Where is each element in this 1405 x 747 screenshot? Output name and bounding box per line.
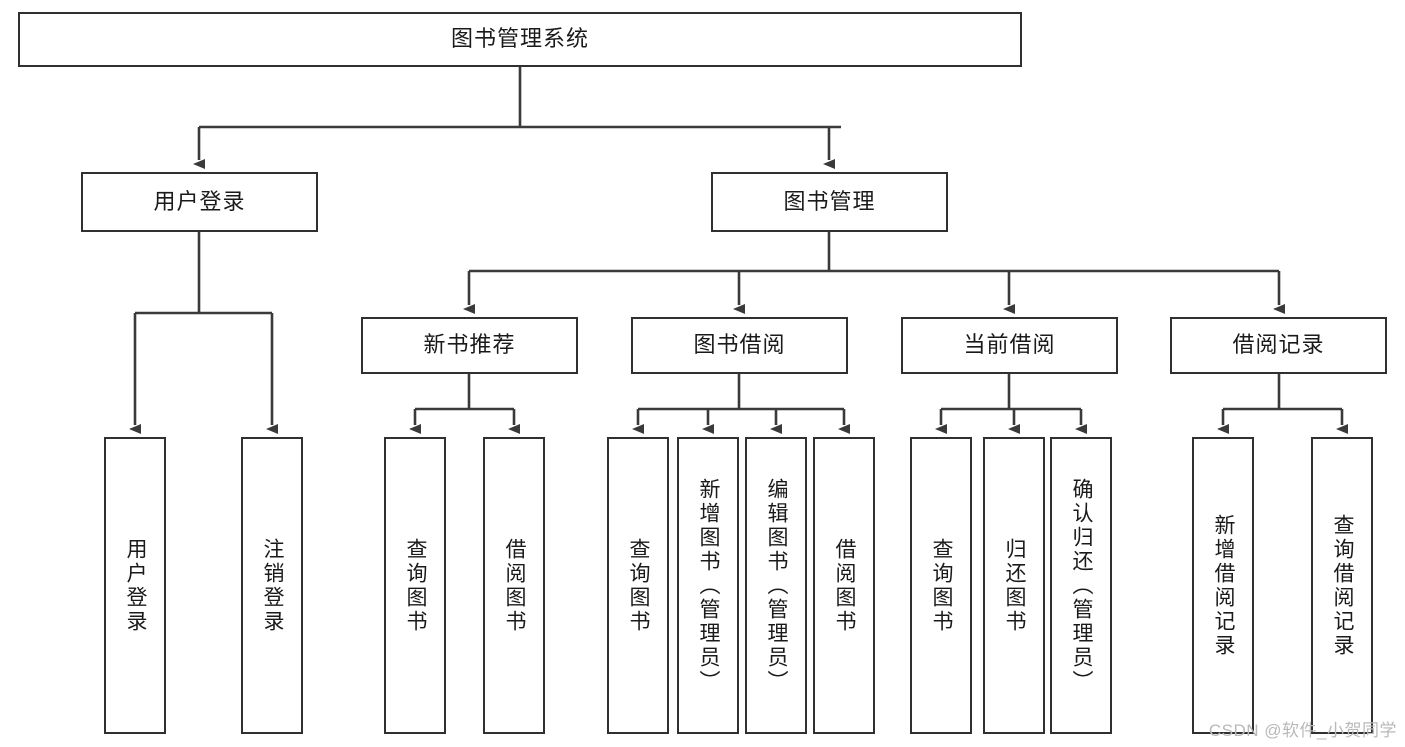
node-leaf-confirm-return-label: 确认归还（管理员） (1070, 477, 1094, 694)
node-leaf-edit-book[interactable]: 编辑图书（管理员） (745, 437, 807, 734)
node-leaf-user-logout-label: 注销登录 (261, 537, 285, 634)
node-book-borrow[interactable]: 图书借阅 (631, 317, 848, 374)
node-leaf-user-logout[interactable]: 注销登录 (241, 437, 303, 734)
node-leaf-user-login[interactable]: 用户登录 (104, 437, 166, 734)
node-leaf-add-record-label: 新增借阅记录 (1212, 513, 1236, 658)
edge-group-book-borrow (632, 374, 850, 434)
edge-group-root (193, 67, 841, 169)
edge-group-current-borrow (935, 374, 1087, 434)
node-leaf-add-book[interactable]: 新增图书（管理员） (677, 437, 739, 734)
node-leaf-borrow-book[interactable]: 借阅图书 (813, 437, 875, 734)
node-root-label: 图书管理系统 (450, 26, 589, 52)
node-user-login[interactable]: 用户登录 (81, 172, 318, 232)
edge-group-book-manage (463, 232, 1285, 314)
node-book-manage[interactable]: 图书管理 (711, 172, 948, 232)
edge-group-user-login (129, 232, 278, 434)
node-leaf-query-record[interactable]: 查询借阅记录 (1311, 437, 1373, 734)
node-borrow-record-label: 借阅记录 (1232, 332, 1325, 358)
node-leaf-query-book-cur-label: 查询图书 (930, 537, 954, 634)
node-leaf-user-login-label: 用户登录 (124, 537, 148, 634)
node-leaf-query-record-label: 查询借阅记录 (1331, 513, 1355, 658)
node-leaf-borrow-book-label: 借阅图书 (833, 537, 857, 634)
node-current-borrow-label: 当前借阅 (963, 332, 1056, 358)
node-book-manage-label: 图书管理 (783, 188, 876, 214)
node-leaf-query-book-rec-label: 查询图书 (404, 537, 428, 634)
node-leaf-borrow-book-rec-label: 借阅图书 (503, 537, 527, 634)
node-leaf-confirm-return[interactable]: 确认归还（管理员） (1050, 437, 1112, 734)
edge-group-borrow-record (1217, 374, 1348, 434)
node-leaf-add-record[interactable]: 新增借阅记录 (1192, 437, 1254, 734)
node-current-borrow[interactable]: 当前借阅 (901, 317, 1118, 374)
node-leaf-query-book-cur[interactable]: 查询图书 (910, 437, 972, 734)
node-leaf-add-book-label: 新增图书（管理员） (697, 477, 721, 694)
node-book-borrow-label: 图书借阅 (693, 332, 786, 358)
node-leaf-return-book[interactable]: 归还图书 (983, 437, 1045, 734)
node-new-book-rec[interactable]: 新书推荐 (361, 317, 578, 374)
node-leaf-query-book-borrow-label: 查询图书 (627, 537, 651, 634)
node-borrow-record[interactable]: 借阅记录 (1170, 317, 1387, 374)
node-root[interactable]: 图书管理系统 (18, 12, 1022, 67)
node-leaf-borrow-book-rec[interactable]: 借阅图书 (483, 437, 545, 734)
node-leaf-edit-book-label: 编辑图书（管理员） (765, 477, 789, 694)
node-leaf-query-book-borrow[interactable]: 查询图书 (607, 437, 669, 734)
edge-group-new-book-rec (409, 374, 520, 434)
node-new-book-rec-label: 新书推荐 (423, 332, 516, 358)
node-leaf-return-book-label: 归还图书 (1003, 537, 1027, 634)
csdn-watermark: CSDN @软件_小贺同学 (1208, 721, 1397, 740)
node-leaf-query-book-rec[interactable]: 查询图书 (384, 437, 446, 734)
node-user-login-label: 用户登录 (153, 188, 246, 214)
